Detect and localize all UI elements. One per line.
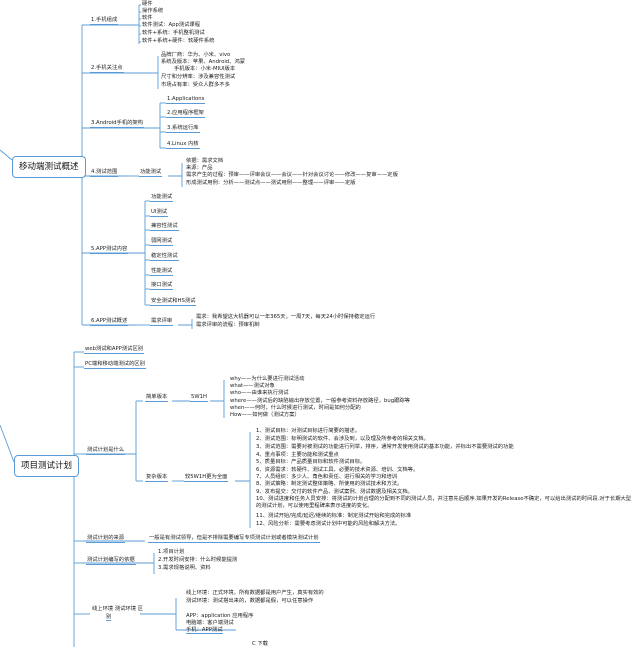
leaf-text: 需求评审的流程：预审机制 [196,322,260,328]
branch-env-difference[interactable]: 线上环境 测试环境 区 [92,606,144,612]
node-requirement-review[interactable]: 需求评审 [150,318,174,326]
leaf-text: 1.项目计划 [158,549,185,555]
leaf-text: 软件+系统+硬件：软硬件系统 [142,38,215,44]
leaf-text: 硬件 [142,1,153,7]
leaf-node[interactable]: 稳定性测试 [150,253,179,261]
branch-test-scope[interactable]: 4.测试范围 [90,169,119,177]
leaf-text: APP：application 应用程序 [186,613,254,619]
root-node-project-test-plan[interactable]: 项目测试计划 [14,455,80,477]
root-node-mobile-testing-overview[interactable]: 移动端测试概述 [12,156,86,178]
leaf-text: 6、资源需求：软硬件、测试工具、必要的技术资源、培训、文档等。 [256,467,419,473]
leaf-node[interactable]: 2.应用程序框架 [166,110,205,118]
leaf-text: How——如何做（测试方案） [230,412,300,418]
branch-test-plan-basis[interactable]: 测试计划编写的依据 [86,557,136,565]
leaf-node[interactable]: 接口测试 [150,282,174,290]
leaf-text: 7、人员组织：多少人、角色和责任、进行相关的学习和培训 [256,474,398,480]
leaf-text: 系统及版本：苹果、Android、鸿蒙 [161,59,246,65]
leaf-text: 11、测试开始/完成/延迟/继续的标准：制定测试开始和完成的标准 [256,513,412,519]
leaf-node[interactable]: UI测试 [150,209,169,217]
leaf-text: 9、发布提交：交付的软件产品、测试案例、测试数据及相关文档。 [256,489,413,495]
leaf-node[interactable]: 4.Linux 内核 [166,141,200,149]
leaf-text: 来源：产品 [186,165,213,171]
leaf-text: who——由谁来执行测试 [230,390,289,396]
branch-env-difference-cont: 别 [106,614,112,621]
leaf-text: 市场占有率：受众人群多不多 [161,82,230,88]
leaf-node[interactable]: 安全测试和HS测试 [150,298,197,306]
leaf-node[interactable]: 兼容性测试 [150,223,179,231]
leaf-text: 尺寸和分辨率：涉及兼容性测试 [161,74,236,80]
leaf-text: 手机：APP测试 [186,627,223,634]
branch-phone-concerns[interactable]: 2.手机关注点 [90,65,124,73]
leaf-text: 软件+系统：手机整机测试 [142,30,205,36]
leaf-node[interactable]: 性能测试 [150,268,174,276]
leaf-text: 软件 [142,15,153,21]
leaf-text: 品牌厂商：华为、小米、vivo [161,52,231,58]
branch-app-test-content[interactable]: 5.APP测试内容 [90,246,129,254]
node-functional-test[interactable]: 功能测试 [139,169,163,177]
leaf-node[interactable]: 功能测试 [150,194,174,202]
leaf-text: 3.需求规格说明、资料 [158,565,211,571]
leaf-text: 8、测试策略：制定测试整体策略、所使用的测试技术和方法。 [256,481,403,487]
leaf-text: 软件测试：App测试课程 [142,22,201,28]
node-source-text[interactable]: 一般是有测试领导，但是不排除需要编写专项测试计划或者模块测试计划 [148,535,320,543]
leaf-text-cut: C 下载 [252,641,268,647]
leaf-text: 手机版本：小米-MIUI版本 [174,66,236,72]
leaf-text: 5、质量目标：产品质量目标和软件测试目标。 [256,459,366,465]
leaf-text: 需求：我希望这大机器可以一年365天，一周7天，每天24小时保持稳定运行 [196,314,376,320]
leaf-text: where——测试后的缺陷输出存放位置，一般参考资料存放路径，bug跟踪等 [230,398,410,404]
leaf-text: what——测试对象 [230,383,275,389]
branch-phone-composition[interactable]: 1.手机组成 [90,17,119,25]
branch-android-architecture[interactable]: 3.Android手机的架构 [90,120,145,128]
leaf-node[interactable]: 3.系统运行库 [166,125,200,133]
leaf-text: when——何时，什么时候进行测试，时间是如何分配的 [230,405,361,411]
leaf-text: 线上环境：正式环境，所有数据都是用户产生，真实有效的 [186,590,324,596]
leaf-text: 12、风险分析：需要考虑测试计划中可能的风险和解决方法。 [256,521,401,527]
branch-web-vs-app[interactable]: web测试和APP测试区别 [84,346,145,354]
leaf-text: 4、重点事项：主要功能和测试重点 [256,452,339,458]
leaf-text: 2、测试范围：标明测试的软件、会涉及到，以及理及所参考的相关文档。 [256,436,429,442]
node-complex-version[interactable]: 复杂版本 [145,474,169,482]
leaf-text: why——为什么要进行测试活动 [230,376,305,382]
leaf-text: 操作系统 [142,8,164,14]
branch-test-plan-source[interactable]: 测试计划的来源 [86,535,126,543]
leaf-text: 3、测试范围：需要对被测试的功能进行列举，排序，通常开发使用测试的基本功能，并标… [256,444,514,450]
leaf-text: 1、测试目标：对测试目标进行简要的描述。 [256,428,361,434]
leaf-text: 电脑端：客户端测试 [186,620,234,626]
branch-app-test-overview[interactable]: 6.APP测试概述 [90,318,129,326]
node-more-than-5w1h[interactable]: 较5W1H更为全面 [184,474,229,482]
leaf-text: 形成测试用例：分析——测试点——测试用例——整理——评审——定版 [186,180,356,186]
node-5w1h[interactable]: 5W1H [190,394,208,402]
leaf-node[interactable]: 弱网测试 [150,238,174,246]
leaf-text: 10、测试进度和任务人员安排：将测试的计划合理的分配到不同的测试人员，并注意先后… [256,496,632,509]
node-simple-version[interactable]: 简单版本 [145,394,169,402]
leaf-text: 依据：需求文档 [186,158,224,164]
branch-pc-vs-mobile[interactable]: PC端和移动端测试的区别 [84,361,146,369]
leaf-text: 2.开发时间安排：什么时候能提测 [158,557,238,563]
branch-what-is-test-plan[interactable]: 测试计划是什么 [86,447,126,455]
leaf-text: 测试环境：测试搭出来的，数据都是假，可以任意操作 [186,598,314,604]
leaf-text: 需求产生的过程：预审——评审会议——会议——针对会议讨论——修改——复审——定版 [186,172,398,178]
leaf-node[interactable]: 1.Applications [166,96,206,104]
